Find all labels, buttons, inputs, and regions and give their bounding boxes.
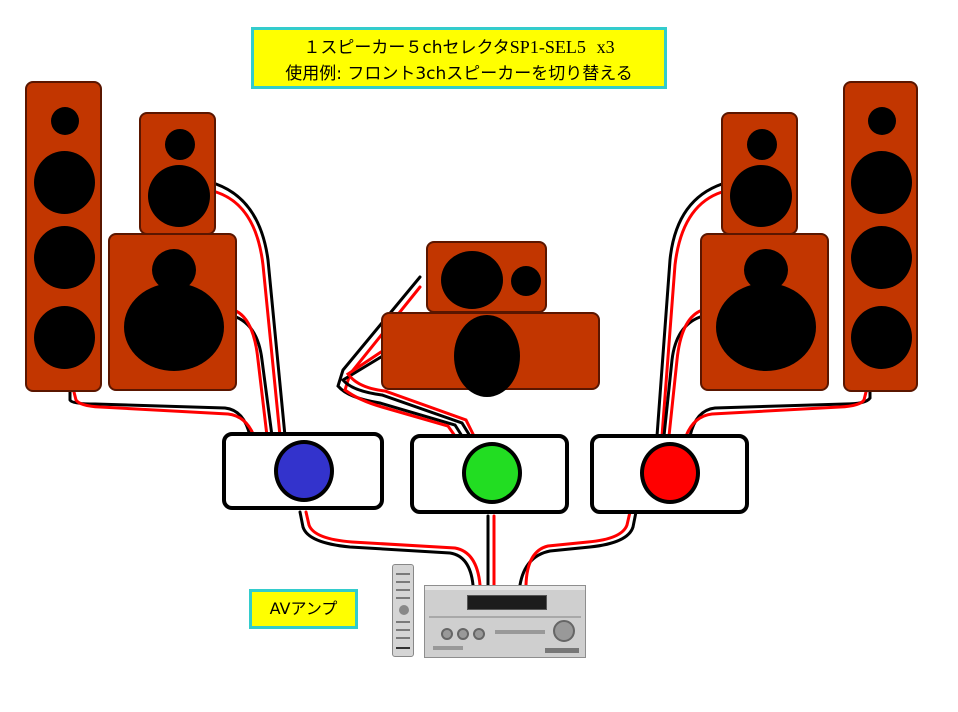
cable-right-small-black [655,182,724,438]
cable-left-tower-red [72,390,256,438]
title-line-2: 使用例: フロント3chスピーカーを切り替える [285,64,633,84]
cable-amp-right-red [524,510,632,587]
cable-left-big-red [234,309,269,438]
title-multiplier: x3 [596,37,615,57]
speaker-left-small [139,112,216,235]
speaker-cone [34,306,95,369]
title-model: SP1-SEL5 [509,37,586,57]
selector-left [222,432,384,510]
selector-right [590,434,749,514]
speaker-left-big [108,233,237,391]
amp-knob-small [457,628,469,640]
speaker-cone [148,165,210,227]
speaker-cone [124,283,224,371]
speaker-cone [851,151,912,214]
cable-right-small-red [660,190,724,438]
selector-left-knob[interactable] [274,440,334,502]
title-line-1: １スピーカー５chセレクタSP1-SEL5 x3 [254,34,664,61]
cable-amp-left-red [304,510,482,587]
amp-volume-knob [553,620,575,642]
amp-label: AVアンプ [249,589,358,629]
cable-center-top-red [343,285,457,438]
cable-center-bottom-black [340,355,472,438]
selector-right-knob[interactable] [640,442,700,504]
speaker-cone [441,251,503,309]
title-prefix: １スピーカー５chセレクタ [303,38,510,58]
speaker-right-small [721,112,798,235]
cable-left-small-black [214,182,287,438]
cable-amp-right-black [518,510,638,587]
selector-center [410,434,569,514]
speaker-cone [51,107,79,135]
cable-left-small-red [214,190,282,438]
speaker-left-tower [25,81,102,392]
cable-right-tower-red [684,390,868,438]
speaker-cone [851,306,912,369]
speaker-cone [34,226,95,289]
cable-right-big-red [667,309,702,438]
amp-display [467,595,547,610]
speaker-cone [851,226,912,289]
speaker-center-bottom [381,312,600,397]
cable-left-big-black [234,315,274,438]
speaker-center-top [426,241,547,313]
speaker-cone [730,165,792,227]
speaker-cone [716,283,816,371]
speaker-right-tower [843,81,918,392]
cable-center-bottom-red [345,350,476,438]
av-amplifier [424,585,586,658]
speaker-cone [511,266,541,296]
speaker-cone [454,315,520,397]
speaker-cone [34,151,95,214]
speaker-cone [165,129,195,160]
title-box: １スピーカー５chセレクタSP1-SEL5 x3 使用例: フロント3chスピー… [251,27,667,89]
remote-control [392,564,414,657]
cable-amp-left-black [298,510,475,587]
cable-right-big-black [662,315,702,438]
amp-knob-small [441,628,453,640]
speaker-cone [747,129,777,160]
amp-knob-small [473,628,485,640]
selector-center-knob[interactable] [462,442,522,504]
speaker-right-big [700,233,829,391]
speaker-cone [868,107,896,135]
